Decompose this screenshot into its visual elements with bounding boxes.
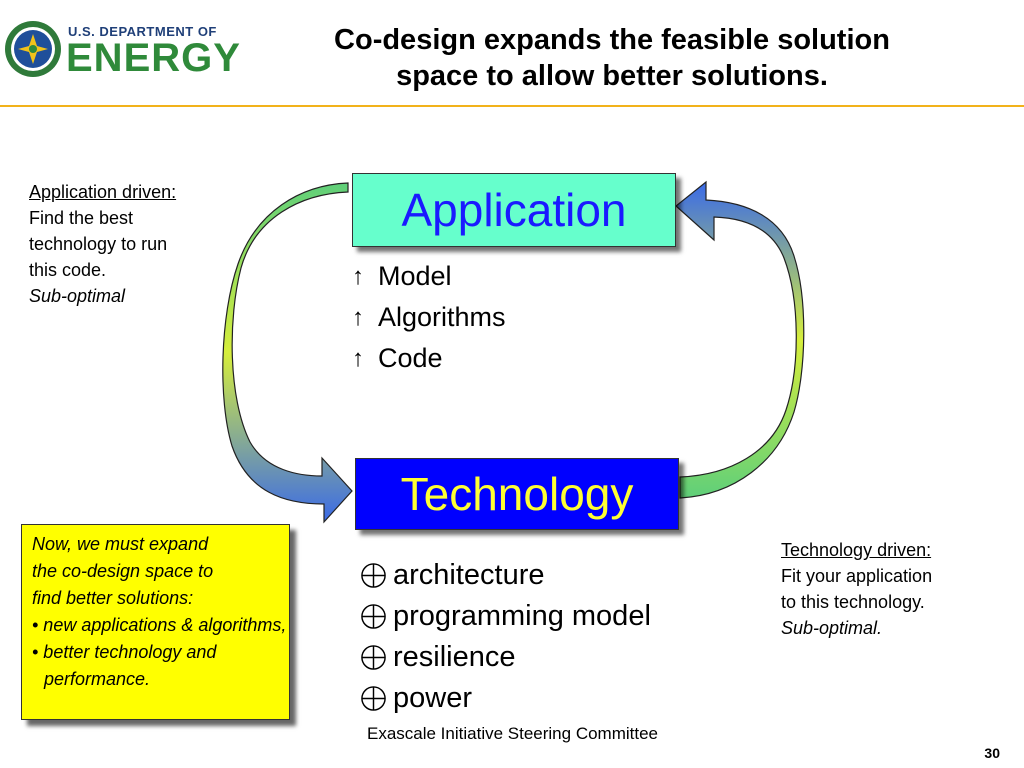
- circle-plus-icon: [361, 563, 386, 588]
- application-item: ↑ Code: [352, 338, 506, 379]
- note-heading: Application driven:: [29, 182, 177, 202]
- circle-plus-icon: [361, 645, 386, 670]
- technology-item-label: architecture: [393, 559, 545, 591]
- technology-item-label: programming model: [393, 600, 651, 632]
- technology-box: Technology: [355, 458, 679, 530]
- note-line: Find the best: [29, 208, 134, 228]
- application-box: Application: [352, 173, 676, 247]
- application-item: ↑ Algorithms: [352, 297, 506, 338]
- callout-bullet: • better technology and performance.: [32, 642, 217, 689]
- title-line-2: space to allow better solutions.: [396, 60, 828, 92]
- technology-item-label: power: [393, 682, 472, 714]
- title-line-1: Co-design expands the feasible solution: [334, 24, 890, 56]
- technology-item: programming model: [360, 596, 651, 637]
- technology-item: power: [360, 678, 651, 719]
- application-item: ↑ Model: [352, 256, 506, 297]
- technology-item: resilience: [360, 637, 651, 678]
- callout-line: find better solutions:: [32, 588, 194, 608]
- header-divider: [0, 105, 1024, 107]
- application-item-label: Code: [378, 343, 443, 373]
- footer-text: Exascale Initiative Steering Committee: [366, 724, 659, 743]
- technology-list: architecture programming model resilienc…: [360, 555, 651, 719]
- application-item-label: Algorithms: [378, 302, 506, 332]
- note-line: technology to run: [29, 234, 168, 254]
- note-verdict: Sub-optimal.: [781, 618, 883, 638]
- note-line: this code.: [29, 260, 107, 280]
- left-curved-arrow: [222, 182, 353, 524]
- technology-item: architecture: [360, 555, 651, 596]
- note-heading: Technology driven:: [781, 540, 932, 560]
- up-arrow-icon: ↑: [352, 263, 364, 290]
- technology-driven-note: Technology driven: Fit your application …: [781, 537, 1011, 641]
- logo-energy-text: ENERGY: [66, 36, 241, 80]
- note-line: Fit your application: [781, 566, 933, 586]
- circle-plus-icon: [361, 686, 386, 711]
- right-curved-arrow: [675, 180, 805, 499]
- page-number: 30: [984, 745, 1000, 761]
- slide-title: Co-design expands the feasible solution …: [262, 22, 962, 94]
- application-item-label: Model: [378, 261, 452, 291]
- callout-line: the co-design space to: [32, 561, 214, 581]
- technology-item-label: resilience: [393, 641, 516, 673]
- codesign-callout: Now, we must expand the co-design space …: [21, 524, 290, 720]
- note-verdict: Sub-optimal: [29, 286, 126, 306]
- circle-plus-icon: [361, 604, 386, 629]
- callout-bullet: • new applications & algorithms,: [32, 615, 287, 635]
- callout-line: Now, we must expand: [32, 534, 209, 554]
- doe-seal-icon: [5, 21, 61, 77]
- application-driven-note: Application driven: Find the best techno…: [29, 179, 239, 309]
- up-arrow-icon: ↑: [352, 304, 364, 331]
- up-arrow-icon: ↑: [352, 345, 364, 372]
- application-list: ↑ Model ↑ Algorithms ↑ Code: [352, 256, 506, 379]
- logo-department-text: U.S. DEPARTMENT OF: [68, 24, 217, 39]
- doe-logo: U.S. DEPARTMENT OF ENERGY: [0, 18, 250, 88]
- note-line: to this technology.: [781, 592, 925, 612]
